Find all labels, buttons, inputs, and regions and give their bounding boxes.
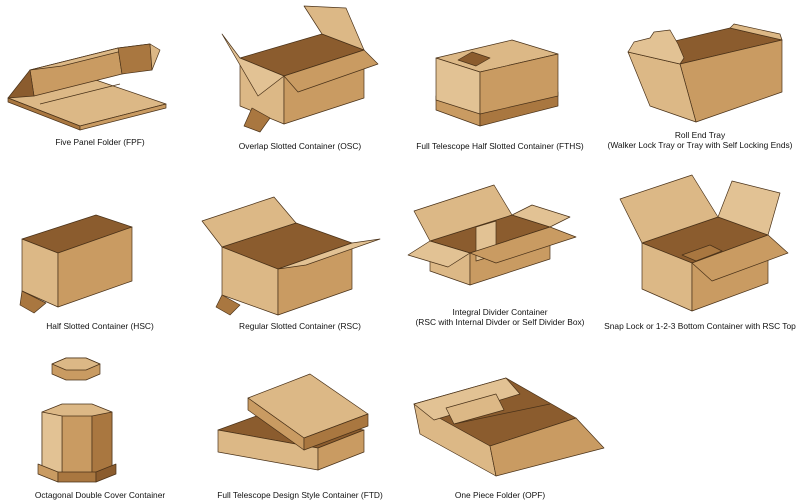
full-telescope-design-style-container-icon [217,373,369,471]
container-osc: Overlap Slotted Container (OSC) [200,0,400,167]
container-label: Full Telescope Half Slotted Container (F… [416,141,584,151]
snap-lock-bottom-container-icon [619,174,789,312]
one-piece-folder-icon [413,377,605,477]
full-telescope-half-slotted-container-icon [435,39,559,127]
five-panel-folder-icon [7,43,167,131]
overlap-slotted-container-icon [221,5,379,133]
container-label: Five Panel Folder (FPF) [55,137,145,147]
container-roll-end: Roll End Tray (Walker Lock Tray or Tray … [600,0,800,167]
integral-divider-container-icon [407,184,577,286]
container-ftd: Full Telescope Design Style Container (F… [200,334,400,501]
container-label: One Piece Folder (OPF) [454,490,546,500]
container-label: Overlap Slotted Container (OSC) [238,141,362,151]
container-fpf: Five Panel Folder (FPF) [0,0,200,167]
half-slotted-container-icon [19,214,133,314]
container-label: Full Telescope Design Style Container (F… [217,490,383,500]
container-label: Half Slotted Container (HSC) [46,321,154,331]
container-label: Octagonal Double Cover Container [34,490,166,500]
container-label: Integral Divider Container (RSC with Int… [415,307,585,327]
octagonal-double-cover-container-icon [37,357,117,483]
regular-slotted-container-icon [201,196,381,316]
container-label: Regular Slotted Container (RSC) [239,321,361,331]
container-fths: Full Telescope Half Slotted Container (F… [400,0,600,167]
container-octagonal: Octagonal Double Cover Container [0,334,200,501]
roll-end-tray-icon [627,23,783,123]
container-label: Roll End Tray (Walker Lock Tray or Tray … [607,130,793,150]
container-hsc: Half Slotted Container (HSC) [0,167,200,334]
container-opf: One Piece Folder (OPF) [400,334,605,501]
container-label: Snap Lock or 1-2-3 Bottom Container with… [604,321,796,331]
container-snap: Snap Lock or 1-2-3 Bottom Container with… [600,167,800,334]
container-idc: Integral Divider Container (RSC with Int… [400,167,600,334]
container-rsc: Regular Slotted Container (RSC) [200,167,400,334]
